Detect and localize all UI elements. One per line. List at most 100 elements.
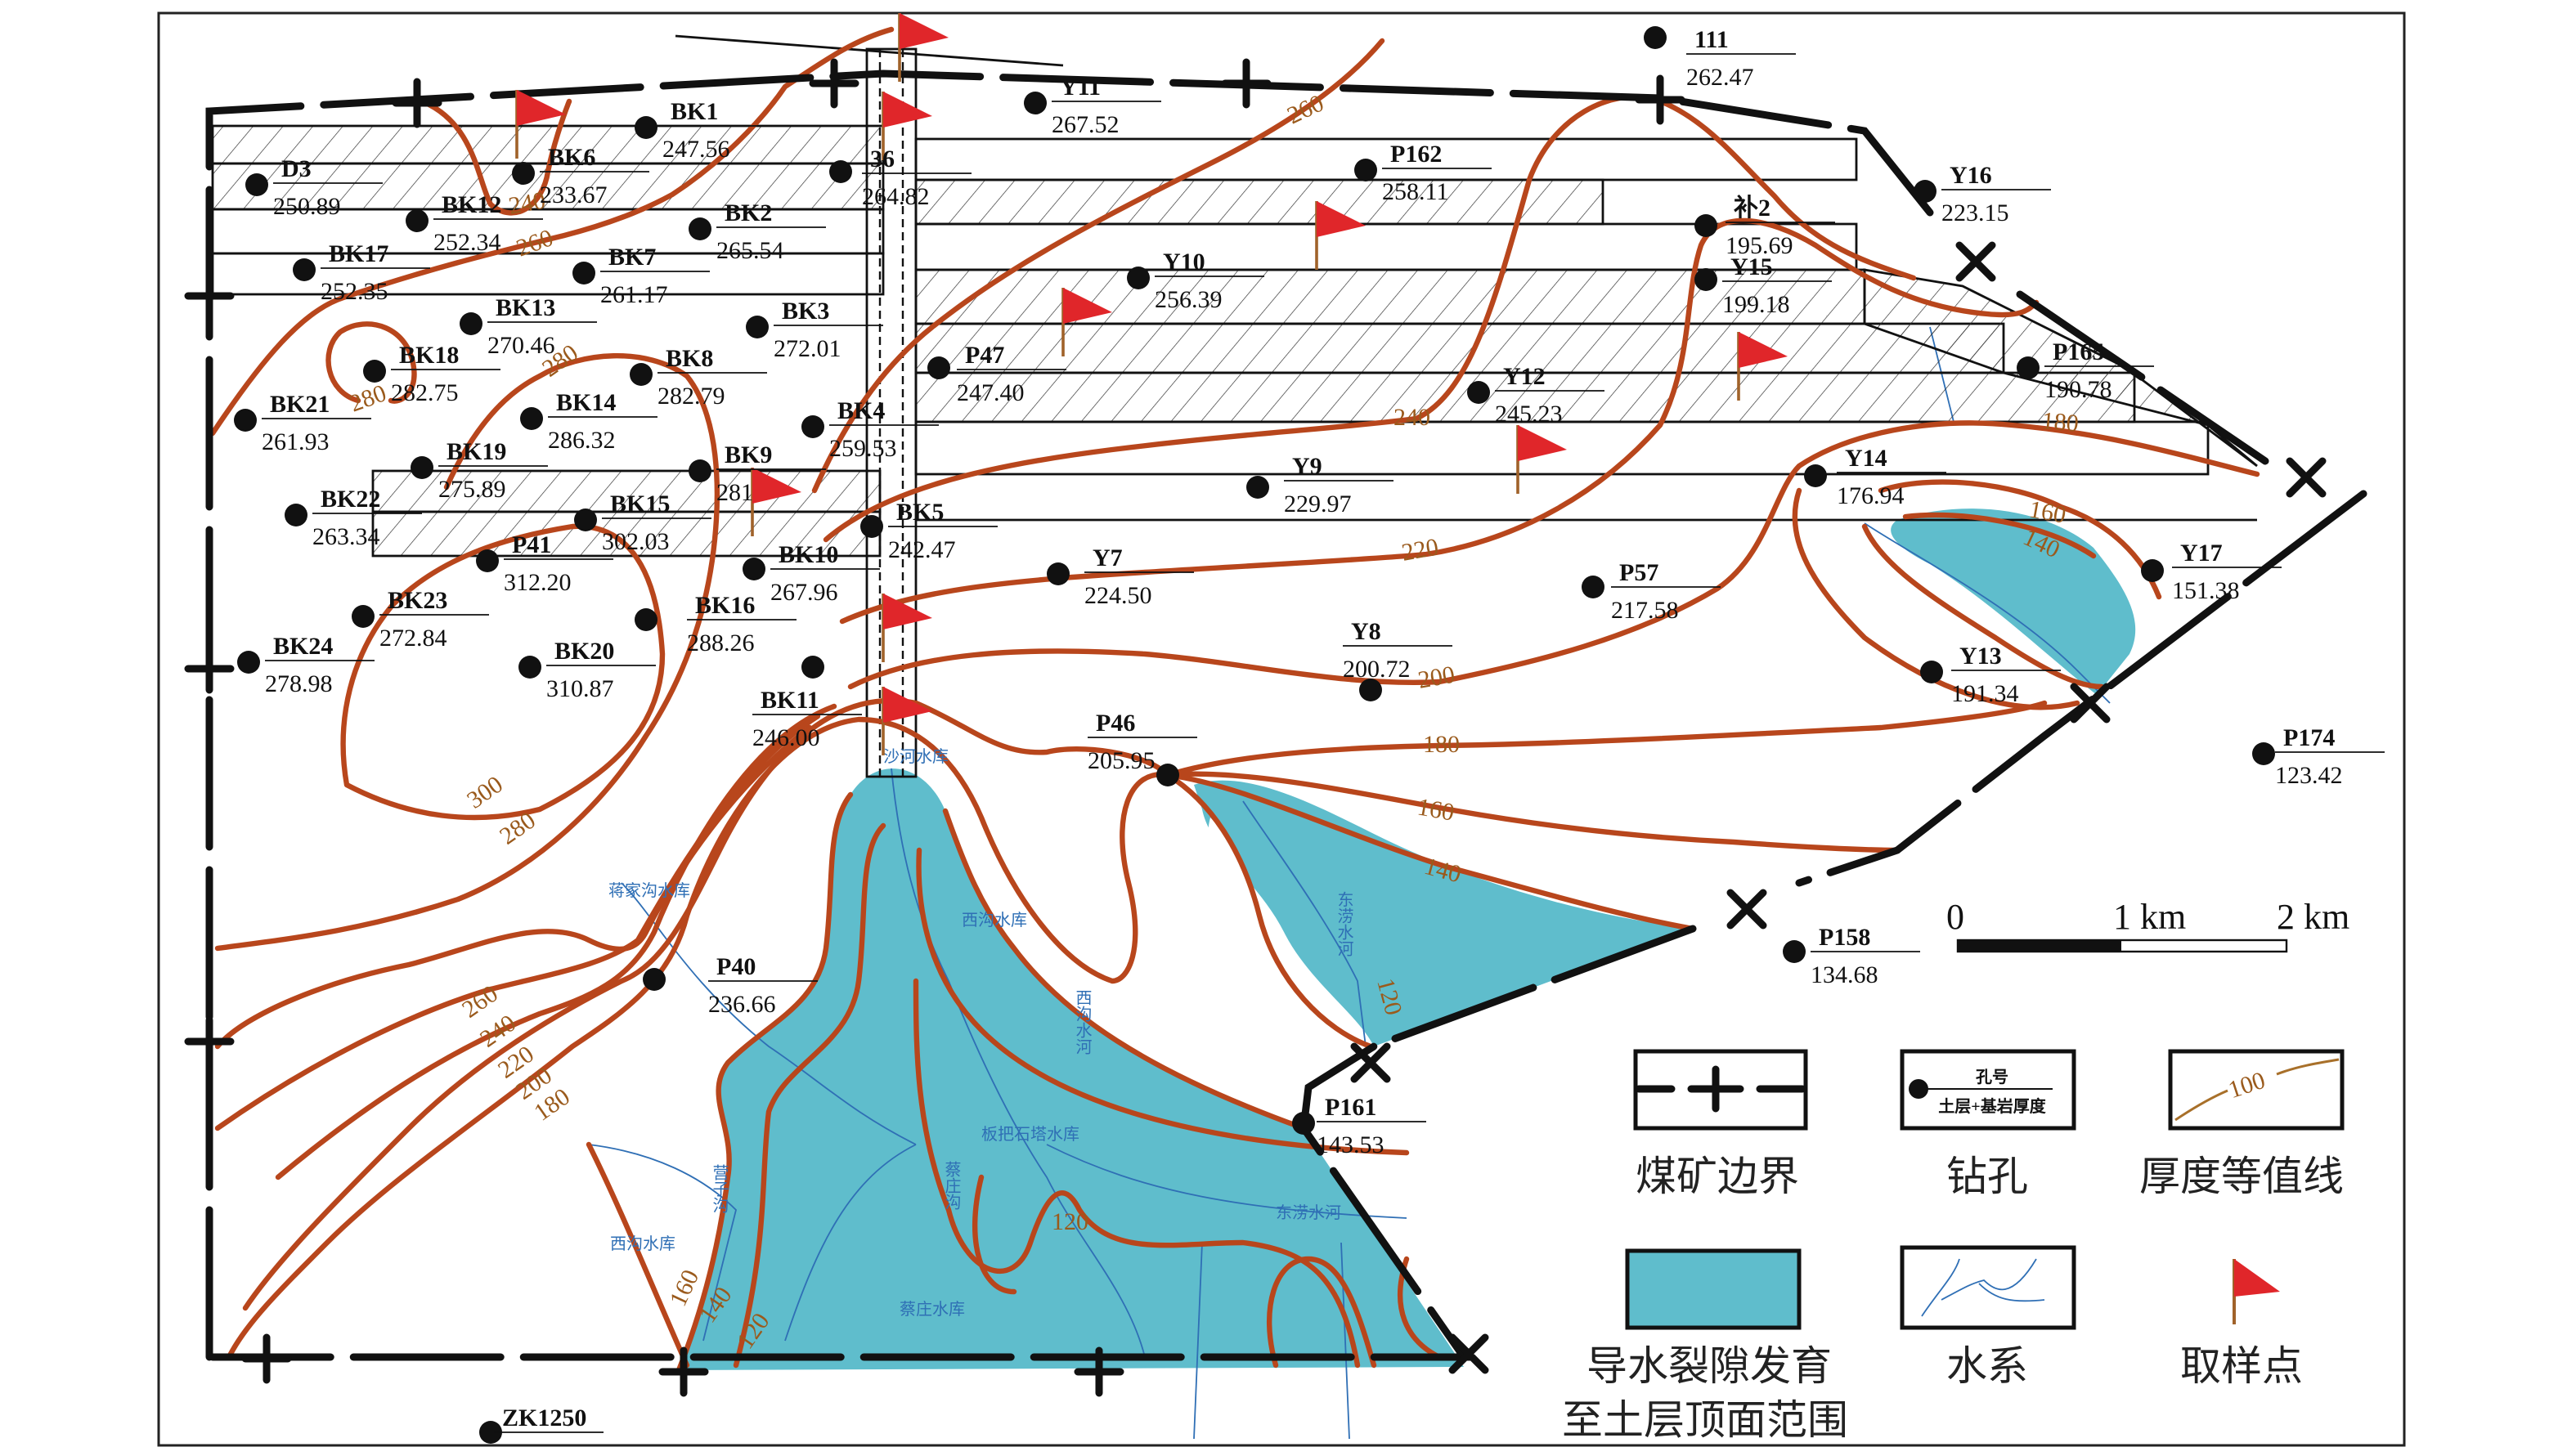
water-labels: 蒋家沟水库沙河水库西沟水库西沟水河板把石塔水库西沟水库东涝水河东涝水河蔡庄水库营…	[608, 746, 1354, 1319]
borehole-dot-icon	[635, 116, 657, 139]
fracture-zone-east	[1891, 508, 2136, 695]
flag-icon	[2234, 1259, 2280, 1297]
water-body-label: 西沟水库	[610, 1234, 675, 1253]
borehole-value: 270.46	[487, 332, 555, 359]
borehole-id: BK8	[666, 345, 713, 372]
sample-flags	[515, 13, 1788, 755]
flag-icon	[882, 92, 932, 160]
non-fracture-lobes	[973, 768, 1326, 1079]
fracture-zone-main	[679, 768, 1464, 1370]
water-body-label: 板把石塔水库	[981, 1124, 1079, 1144]
contour-label: 160	[2027, 495, 2068, 528]
borehole: BK5 242.47	[860, 499, 998, 563]
borehole-value: 278.98	[265, 670, 333, 697]
borehole-id: BK16	[695, 592, 755, 619]
borehole-dot-icon	[1047, 562, 1070, 585]
borehole-id: D3	[281, 155, 312, 182]
borehole-value: 288.26	[687, 629, 755, 656]
borehole-dot-icon	[635, 608, 657, 631]
borehole-dot-icon	[520, 407, 543, 430]
borehole-value: 233.67	[540, 181, 608, 208]
borehole-value: 199.18	[1722, 291, 1790, 318]
borehole: Y13 191.34	[1920, 643, 2061, 707]
water-body-label: 西沟水河	[1073, 989, 1093, 1055]
borehole-dot-icon	[1359, 679, 1382, 701]
contour-label: 220	[1399, 534, 1440, 567]
borehole-id: Y12	[1503, 363, 1546, 390]
legend-fracture-line2: 至土层顶面范围	[1562, 1396, 1848, 1444]
borehole-id: Y13	[1959, 643, 2002, 670]
borehole-id: Y9	[1292, 453, 1322, 480]
borehole-dot-icon	[1354, 159, 1377, 181]
borehole-id: BK20	[554, 638, 614, 665]
flag-icon	[1516, 425, 1567, 494]
legend-sample-label: 取样点	[2180, 1342, 2303, 1390]
borehole-dot-icon	[1644, 26, 1667, 49]
borehole-id: P47	[965, 342, 1004, 369]
borehole-value: 191.34	[1951, 680, 2019, 707]
borehole-value: 245.23	[1495, 401, 1563, 428]
borehole-dot-icon	[927, 356, 950, 379]
flag-icon	[882, 687, 932, 755]
borehole-value: 256.39	[1155, 286, 1223, 313]
boundary-corner-marks	[184, 58, 2327, 1397]
borehole-id: Y10	[1163, 249, 1205, 276]
water-body-label: 蔡庄沟	[942, 1161, 962, 1210]
borehole-value: 302.03	[602, 528, 670, 555]
borehole-dot-icon	[746, 316, 769, 338]
borehole-id: BK9	[725, 441, 772, 468]
water-body-label: 西沟水库	[962, 910, 1027, 930]
legend-water: 水系	[1900, 1245, 2076, 1390]
borehole-id: BK18	[399, 342, 459, 369]
borehole-dot-icon	[1582, 576, 1604, 598]
borehole-id: BK14	[556, 389, 616, 416]
borehole-dot-icon	[1804, 464, 1827, 487]
borehole-dot-icon	[2252, 742, 2275, 765]
legend-fracture: 导水裂隙发育 至土层顶面范围	[1562, 1248, 1848, 1444]
borehole-value: 242.47	[888, 536, 956, 563]
borehole-dot-icon	[411, 456, 433, 479]
fracture-zones	[679, 508, 2136, 1370]
borehole-dot-icon	[363, 360, 386, 383]
borehole-dot-icon	[689, 459, 711, 482]
borehole-value: 261.17	[600, 281, 668, 308]
borehole-id: Y11	[1060, 74, 1101, 101]
borehole-value: 247.40	[957, 379, 1025, 406]
borehole-dot-icon	[1694, 268, 1717, 291]
contour-label: 240	[506, 187, 547, 220]
borehole-id: 36	[870, 146, 895, 172]
borehole-id: P41	[512, 531, 551, 558]
borehole-dot-icon	[1920, 661, 1943, 683]
borehole: ZK1250	[479, 1404, 604, 1444]
borehole-value: 258.11	[1382, 178, 1448, 205]
borehole-value: 205.95	[1088, 747, 1156, 774]
water-body-label: 沙河水库	[883, 746, 949, 766]
legend-borehole-top: 孔号	[1976, 1068, 2008, 1086]
borehole-value: 200.72	[1343, 656, 1411, 683]
borehole-value: 246.00	[752, 724, 820, 751]
borehole-value: 247.56	[662, 136, 730, 163]
scale-end: 2 km	[2277, 897, 2349, 937]
borehole-value: 259.53	[829, 435, 897, 462]
borehole: BK18 282.75	[363, 342, 500, 406]
borehole-value: 282.75	[391, 379, 459, 406]
borehole-value: 123.42	[2275, 762, 2343, 789]
borehole-id: BK3	[782, 298, 829, 325]
borehole-id: BK5	[896, 499, 944, 526]
borehole-dot-icon	[1156, 764, 1179, 786]
borehole-value: 176.94	[1837, 482, 1905, 509]
